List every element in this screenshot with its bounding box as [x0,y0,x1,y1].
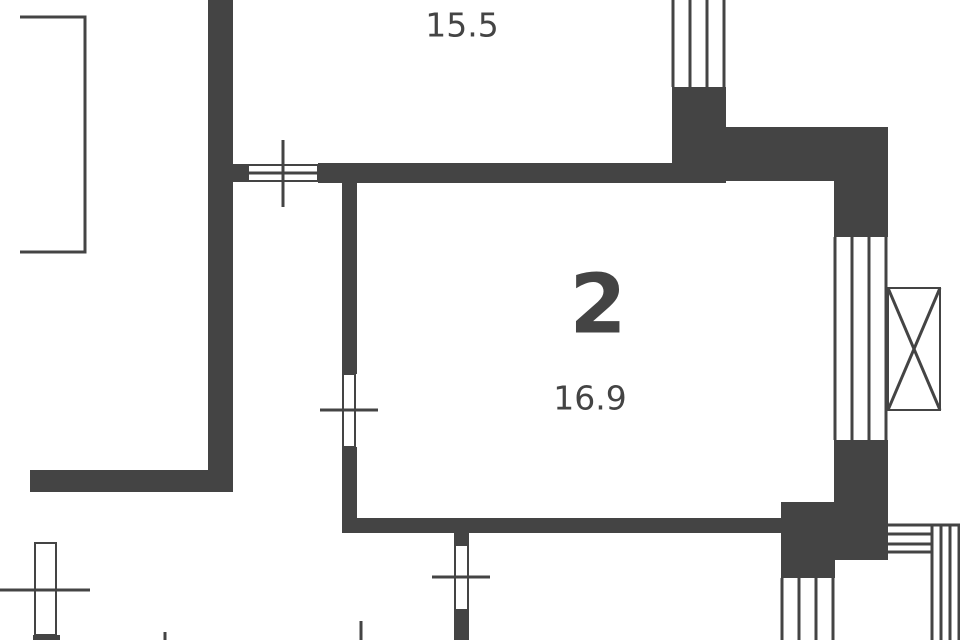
column [781,502,835,578]
balcony-window [888,523,960,640]
wall [208,0,233,492]
left-bracket [20,15,87,254]
wall [342,182,357,374]
column [672,87,726,183]
room-area-label: 16.9 [553,378,627,418]
vent-box [886,287,942,411]
wall [454,533,469,545]
window-top [671,0,726,87]
window-right [833,237,888,440]
wall [342,518,782,533]
wall [342,447,357,533]
room-number-label: 2 [569,257,627,353]
window-bottom-right [780,578,835,640]
column [834,127,888,237]
wall [33,635,60,640]
wall [233,164,248,182]
wall [30,470,233,492]
room-area-label: 15.5 [425,5,499,45]
wall [318,163,712,183]
wall [454,610,469,640]
column [834,440,888,560]
